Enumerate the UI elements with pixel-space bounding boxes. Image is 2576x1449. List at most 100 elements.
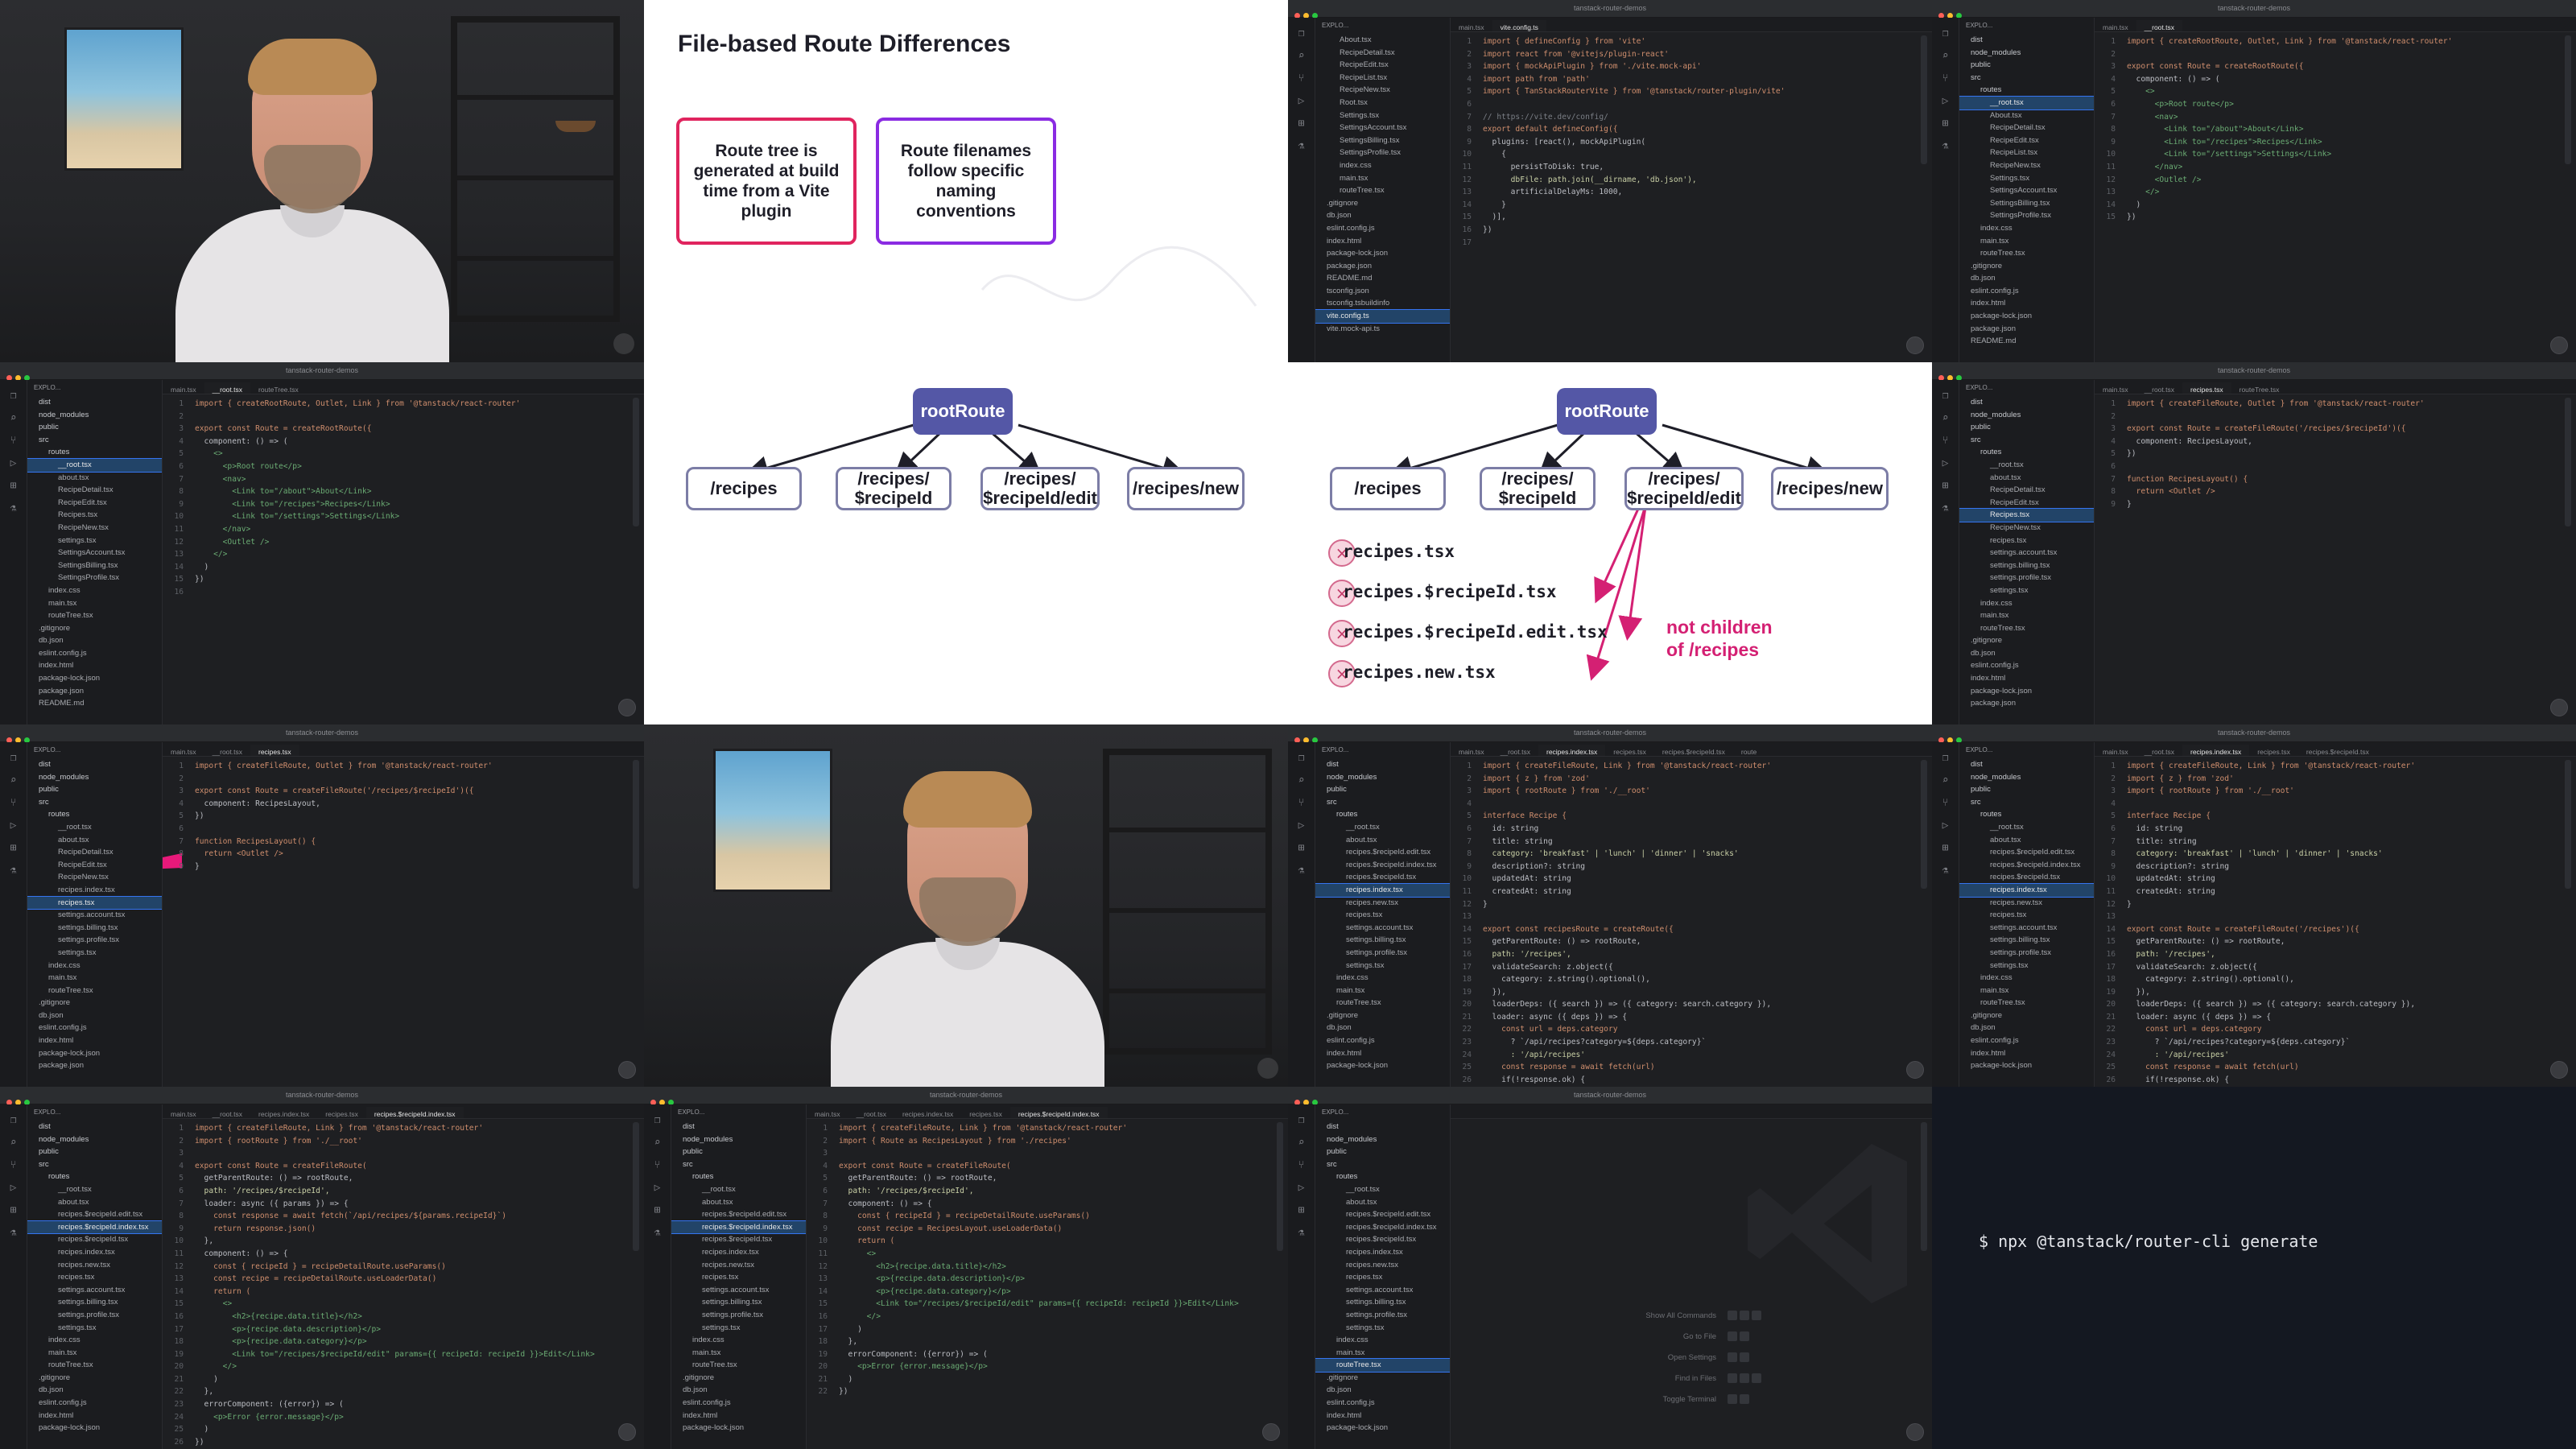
file-tree-item[interactable]: package.json [1971, 324, 2016, 333]
file-tree-item[interactable]: recipes.index.tsx [1346, 1247, 1403, 1257]
file-tree-item[interactable]: settings.profile.tsx [58, 935, 120, 945]
explorer-icon[interactable]: ❐ [1298, 752, 1305, 764]
file-tree-item[interactable]: settings.account.tsx [702, 1285, 770, 1294]
source-control-icon[interactable]: ⑂ [1942, 72, 1949, 85]
editor-tab[interactable]: main.tsx [2103, 748, 2128, 756]
window-controls[interactable] [650, 1093, 683, 1105]
file-tree-item[interactable]: RecipeNew.tsx [1990, 522, 2041, 532]
editor-tab[interactable]: recipes.tsx [969, 1110, 1002, 1118]
explorer-icon[interactable]: ❐ [1298, 27, 1305, 39]
editor-scrollbar[interactable] [633, 760, 639, 889]
file-tree-item[interactable]: dist [1971, 760, 1983, 769]
file-tree-item[interactable]: RecipeDetail.tsx [1990, 123, 2046, 133]
file-tree-item[interactable]: .gitignore [683, 1373, 715, 1382]
editor-tab[interactable]: recipes.$recipeId.tsx [1662, 748, 1725, 756]
run-debug-icon[interactable]: ▷ [1942, 457, 1949, 469]
file-tree-item[interactable]: package.json [1971, 699, 2016, 708]
file-tree-item[interactable]: node_modules [1971, 410, 2021, 419]
extensions-icon[interactable]: ⊞ [1942, 480, 1949, 492]
editor-tab[interactable]: recipes.index.tsx [2182, 745, 2250, 756]
file-tree-item[interactable]: RecipeNew.tsx [58, 522, 109, 532]
file-tree-item[interactable]: SettingsProfile.tsx [1340, 148, 1402, 158]
file-tree-item[interactable]: routeTree.tsx [1980, 623, 2025, 633]
file-tree-item[interactable]: package-lock.json [1327, 249, 1389, 258]
file-tree-item[interactable]: RecipeDetail.tsx [1990, 485, 2046, 495]
file-tree-item[interactable]: tsconfig.json [1327, 286, 1369, 295]
editor-scrollbar[interactable] [2565, 35, 2571, 164]
testing-icon[interactable]: ⚗ [10, 865, 17, 877]
editor-tab[interactable]: __root.tsx [212, 1110, 242, 1118]
file-tree-item[interactable]: about.tsx [1346, 1197, 1377, 1207]
file-tree-item[interactable]: settings.profile.tsx [1346, 1310, 1408, 1319]
file-tree-item[interactable]: settings.billing.tsx [58, 1298, 118, 1307]
editor-tab[interactable]: main.tsx [171, 386, 196, 394]
editor-tab[interactable]: routeTree.tsx [2239, 386, 2280, 394]
search-icon[interactable]: ⌕ [1298, 50, 1305, 62]
file-tree-item[interactable]: eslint.config.js [1327, 1036, 1375, 1046]
run-debug-icon[interactable]: ▷ [1942, 819, 1949, 832]
editor-scrollbar[interactable] [1277, 1122, 1283, 1251]
file-tree-item[interactable]: settings.billing.tsx [1990, 935, 2050, 945]
file-tree-item[interactable]: recipes.$recipeId.tsx [1990, 873, 2061, 882]
editor-scrollbar[interactable] [2565, 760, 2571, 889]
file-tree-item[interactable]: routes [1980, 85, 2002, 95]
file-tree-item[interactable]: __root.tsx [1990, 822, 2024, 832]
file-tree-item[interactable]: public [1971, 60, 1991, 70]
hint-go-to-file[interactable]: Go to File [1604, 1331, 1764, 1352]
file-tree-item[interactable]: routeTree.tsx [1980, 998, 2025, 1008]
file-tree-item[interactable]: node_modules [683, 1134, 733, 1144]
search-icon[interactable]: ⌕ [10, 1137, 17, 1149]
file-tree-item[interactable]: recipes.tsx [1990, 910, 2027, 920]
file-tree-item[interactable]: recipes.new.tsx [702, 1260, 754, 1269]
file-tree-item[interactable]: about.tsx [58, 473, 89, 482]
source-control-icon[interactable]: ⑂ [10, 797, 17, 809]
file-tree-item[interactable]: settings.tsx [1346, 1323, 1385, 1332]
file-tree-item[interactable]: main.tsx [1336, 1348, 1365, 1357]
search-icon[interactable]: ⌕ [1942, 50, 1949, 62]
editor-tab[interactable]: main.tsx [171, 748, 196, 756]
account-avatar[interactable] [1906, 1423, 1924, 1441]
file-tree-item[interactable]: db.json [39, 1010, 64, 1020]
file-tree-item[interactable]: RecipeNew.tsx [1990, 160, 2041, 170]
file-tree-item[interactable]: dist [1327, 760, 1339, 769]
file-tree-item[interactable]: settings.profile.tsx [1990, 947, 2052, 957]
testing-icon[interactable]: ⚗ [1942, 140, 1949, 152]
file-tree-item[interactable]: package-lock.json [1327, 1423, 1389, 1433]
editor-tab[interactable]: main.tsx [1459, 23, 1484, 31]
file-tree-item[interactable]: .gitignore [39, 998, 71, 1008]
file-tree-item[interactable]: node_modules [39, 1134, 89, 1144]
file-tree-item[interactable]: recipes.index.tsx [58, 885, 115, 894]
file-tree-item[interactable]: recipes.$recipeId.index.tsx [1346, 860, 1437, 869]
testing-icon[interactable]: ⚗ [1298, 865, 1305, 877]
file-tree-item[interactable]: routes [1980, 448, 2002, 457]
run-debug-icon[interactable]: ▷ [1298, 1182, 1305, 1194]
file-tree-item[interactable]: db.json [1971, 648, 1996, 658]
file-tree-item[interactable]: RecipeEdit.tsx [1990, 135, 2039, 145]
explorer-icon[interactable]: ❐ [10, 390, 17, 402]
editor-tab[interactable]: route [1740, 748, 1757, 756]
file-tree-item[interactable]: recipes.index.tsx [58, 1247, 115, 1257]
file-tree-item[interactable]: package-lock.json [1971, 1061, 2033, 1071]
file-tree-item[interactable]: db.json [683, 1385, 708, 1395]
file-tree-item[interactable]: settings.profile.tsx [702, 1310, 764, 1319]
file-tree-item[interactable]: settings.account.tsx [1346, 1285, 1414, 1294]
file-tree-item[interactable]: settings.account.tsx [1990, 923, 2058, 932]
file-tree-item[interactable]: recipes.$recipeId.edit.tsx [1346, 1210, 1431, 1220]
file-tree-item[interactable]: recipes.$recipeId.edit.tsx [1346, 848, 1431, 857]
file-tree-item[interactable]: routes [48, 448, 70, 457]
source-control-icon[interactable]: ⑂ [1298, 72, 1305, 85]
file-tree-item[interactable]: settings.tsx [58, 1323, 97, 1332]
account-avatar[interactable] [2550, 336, 2568, 354]
run-debug-icon[interactable]: ▷ [10, 457, 17, 469]
file-tree-item[interactable]: RecipeList.tsx [1340, 72, 1388, 82]
extensions-icon[interactable]: ⊞ [10, 480, 17, 492]
file-tree-item[interactable]: node_modules [1327, 772, 1377, 782]
file-tree-item[interactable]: recipes.index.tsx [1315, 882, 1450, 898]
file-tree-item[interactable]: public [683, 1147, 703, 1157]
file-tree-item[interactable]: vite.config.ts [1315, 309, 1450, 324]
run-debug-icon[interactable]: ▷ [1298, 95, 1305, 107]
